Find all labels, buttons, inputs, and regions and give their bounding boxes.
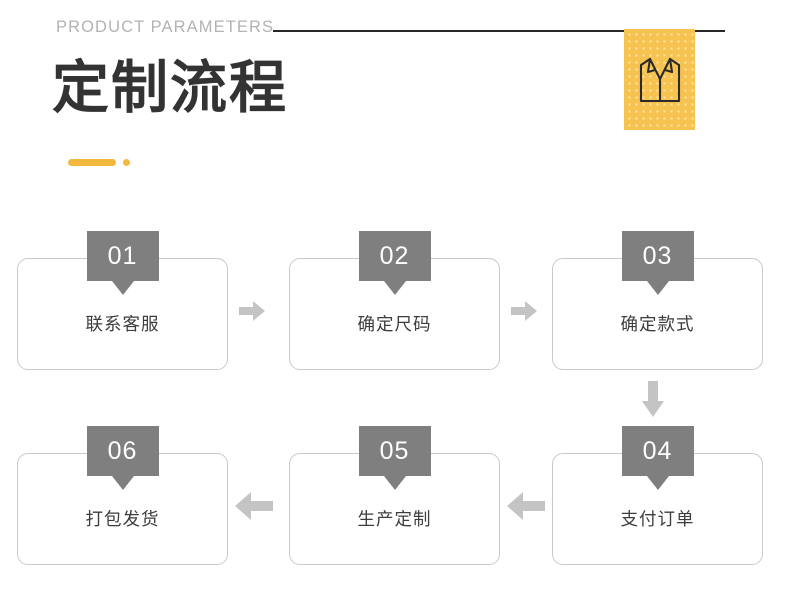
page-header: PRODUCT PARAMETERS 定制流程: [0, 0, 790, 200]
accent-dot: [123, 159, 130, 166]
step-label: 确定尺码: [357, 315, 432, 335]
accent-bar: [68, 159, 116, 166]
arrow-right-icon: [511, 301, 537, 321]
flow-step-02[interactable]: 02 确定尺码: [289, 231, 500, 370]
step-number-badge: 05: [358, 426, 431, 476]
arrow-left-icon: [507, 492, 545, 520]
flow-step-03[interactable]: 03 确定款式: [552, 231, 763, 370]
page-title: 定制流程: [52, 55, 288, 121]
arrow-right-icon: [239, 301, 265, 321]
flow-step-06[interactable]: 06 打包发货: [17, 426, 228, 565]
flow-step-04[interactable]: 04 支付订单: [552, 426, 763, 565]
arrow-down-icon: [642, 381, 664, 417]
flow-step-01[interactable]: 01 联系客服: [17, 231, 228, 370]
step-label: 支付订单: [620, 510, 695, 530]
step-number-badge: 02: [358, 231, 431, 281]
header-rule: [273, 30, 725, 32]
arrow-left-icon: [235, 492, 273, 520]
shirt-icon: [639, 57, 680, 102]
step-number-badge: 01: [86, 231, 159, 281]
step-label: 生产定制: [357, 510, 432, 530]
step-label: 联系客服: [85, 315, 160, 335]
step-label: 打包发货: [85, 510, 160, 530]
step-label: 确定款式: [620, 315, 695, 335]
flow-step-05[interactable]: 05 生产定制: [289, 426, 500, 565]
step-number-badge: 03: [621, 231, 694, 281]
step-number-badge: 04: [621, 426, 694, 476]
step-number-badge: 06: [86, 426, 159, 476]
eyebrow-text: PRODUCT PARAMETERS: [56, 18, 275, 36]
shirt-icon-card: [624, 29, 695, 130]
